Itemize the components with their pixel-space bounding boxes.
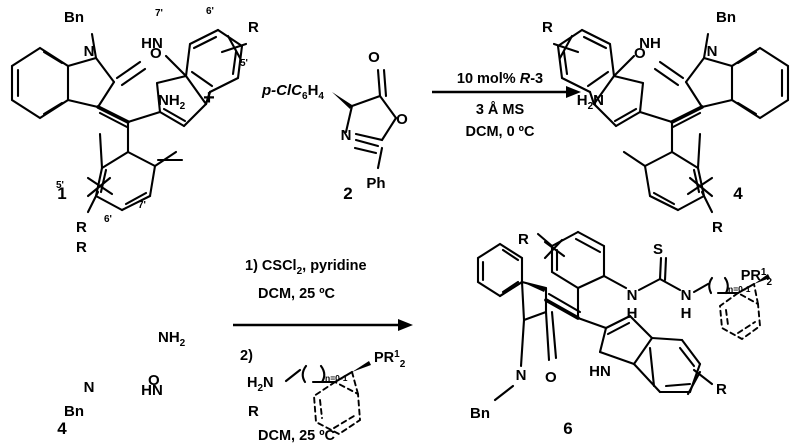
label-carbonyl-o-1: O [150,45,162,62]
label-indole-hn-1: HN [141,35,163,52]
label-indole-nh-4r1: NH [639,35,661,52]
label-aryl-pos5-1: 5' [56,180,64,191]
label-thiourea-n2: N [681,287,692,304]
compound-number-4-row1: 4 [733,184,743,203]
label-thiourea-s: S [653,241,663,258]
label-bn-6: Bn [470,405,490,422]
compound-number-4-row2: 4 [57,419,67,438]
compound-1-structure: N Bn O HN R 7' 6' [10,6,259,236]
label-aryl-r-1: R [76,219,87,236]
label-indole-r-6: R [716,381,727,398]
label-indole-pos7-1: 7' [155,8,163,19]
label-carbonyl-o-4r2: O [148,372,160,389]
label-bn-4r1: Bn [716,9,736,26]
label-carbonyl-o-2: O [368,49,380,66]
label-aryl-pos6-1: 6' [104,214,112,225]
label-thiourea-n1: N [627,287,638,304]
label-indole-hn-6: HN [589,363,611,380]
label-carbonyl-o-6: O [545,369,557,386]
label-reagent-amine: H2N [247,375,274,394]
label-aryl-r-6: R [518,231,529,248]
label-indole-r-4r2: R [248,403,259,420]
conditions-row2-step2-label: 2) [240,348,253,364]
label-product-phosphine: PR12 [741,267,773,288]
label-indole-pos5-1: 5' [240,58,248,69]
conditions-row2-step1-line1: 1) CSCl2, pyridine [245,258,367,277]
step2-reagent-structure: H2N n=0-1 PR12 [247,349,406,436]
compound-number-6: 6 [563,419,572,438]
label-bn-1: Bn [64,9,84,26]
label-oxindole-N-4r1: N [707,43,718,60]
label-ring-n-2: N [341,127,352,144]
label-indole-r-4r1: R [542,19,553,36]
compound-6-structure: N Bn O HN R [470,230,773,422]
label-reagent-phosphine: PR12 [374,349,406,370]
compound-4-structure-row1 [552,28,790,214]
compound-2-structure: p-ClC6H4 O O N Ph [261,49,408,192]
label-phenyl-2: Ph [366,175,385,192]
label-oxindole-N-1: N [84,43,95,60]
conditions-row1-line3: DCM, 0 ºC [466,124,535,140]
conditions-row2-step2-line3: DCM, 25 ºC [258,428,336,444]
label-thiourea-h2: H [681,305,692,322]
label-indole-hn-4r2: HN [141,382,163,399]
label-aryl-pos7-1: 7' [138,200,146,211]
label-ring-o-2: O [396,111,408,128]
label-reagent-n-range: n=0-1 [325,373,348,383]
plus-sign-row1: + [203,87,215,109]
label-aryl-r-4r1: R [712,219,723,236]
reaction-arrow-1 [432,86,581,98]
conditions-row1-line1: 10 mol% R-3 [457,71,543,87]
conditions-row1-line2: 3 Å MS [476,101,525,118]
label-indole-pos6-1: 6' [206,6,214,17]
reaction-arrow-2 [233,319,413,331]
label-chlorophenyl-2: p-ClC6H4 [261,82,324,102]
label-oxindole-N-4r2: N [84,379,95,396]
label-aryl-r-4r2: R [76,239,87,256]
label-bn-4r2: Bn [64,403,84,420]
compound-number-1: 1 [57,184,66,203]
label-thiourea-h1: H [627,305,638,322]
label-carbonyl-o-4r1: O [634,45,646,62]
label-amine-4r1: H2N [577,92,604,112]
label-indole-r-1: R [248,19,259,36]
label-amine-4r2: NH2 [158,329,186,349]
compound-number-2: 2 [343,184,352,203]
conditions-row2-step1-line2: DCM, 25 ºC [258,286,336,302]
label-amine-1: NH2 [158,92,186,112]
label-oxindole-N-6: N [516,367,527,384]
label-product-n-range: n=0-1 [728,284,751,294]
